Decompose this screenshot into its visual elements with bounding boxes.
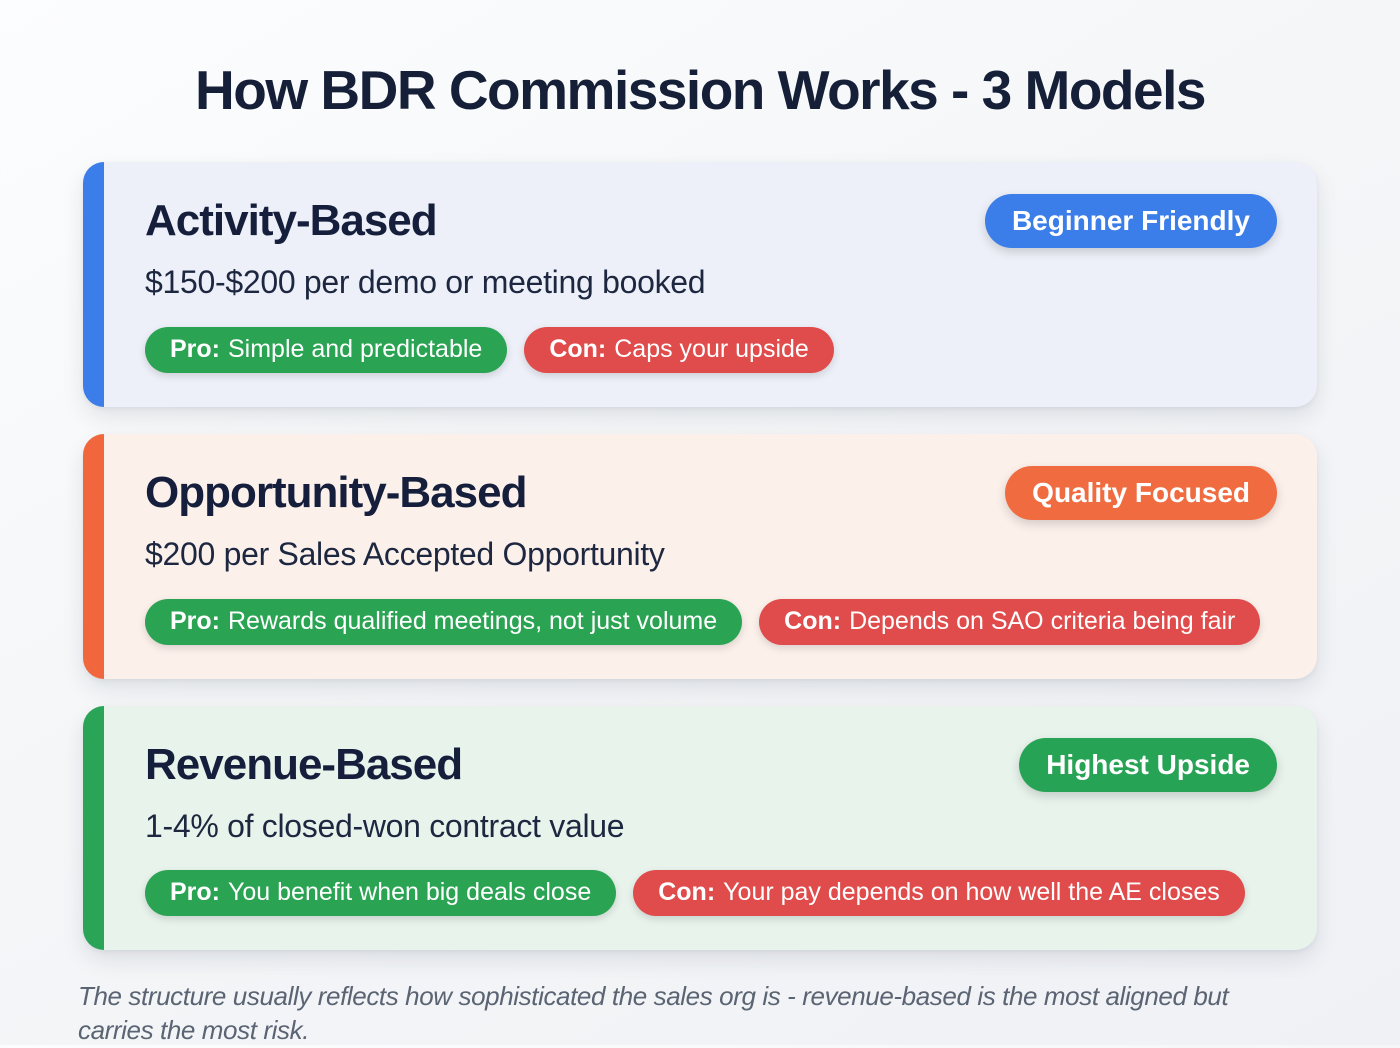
card-header: Activity-Based Beginner Friendly (145, 194, 1277, 248)
model-card-activity: Activity-Based Beginner Friendly $150-$2… (83, 162, 1317, 407)
pills-row: Pro: Rewards qualified meetings, not jus… (145, 598, 1277, 645)
card-title: Opportunity-Based (145, 467, 527, 517)
con-text: Your pay depends on how well the AE clos… (723, 878, 1220, 907)
card-description: 1-4% of closed-won contract value (145, 807, 625, 844)
pro-label: Pro: (170, 334, 220, 363)
pro-text: You benefit when big deals close (228, 878, 592, 907)
con-text: Caps your upside (614, 334, 809, 363)
pills-row: Pro: You benefit when big deals close Co… (145, 870, 1277, 917)
pills-row: Pro: Simple and predictable Con: Caps yo… (145, 326, 1277, 373)
card-title: Revenue-Based (145, 739, 463, 789)
pro-pill: Pro: Rewards qualified meetings, not jus… (145, 598, 743, 645)
page-title: How BDR Commission Works - 3 Models (195, 59, 1206, 121)
accent-bar (83, 705, 104, 951)
pro-pill: Pro: Simple and predictable (145, 326, 508, 373)
card-description: $200 per Sales Accepted Opportunity (145, 535, 665, 572)
card-badge: Highest Upside (1019, 737, 1277, 792)
pro-label: Pro: (170, 878, 220, 907)
card-description: $150-$200 per demo or meeting booked (145, 264, 706, 300)
pro-pill: Pro: You benefit when big deals close (145, 870, 617, 917)
model-card-revenue: Revenue-Based Highest Upside 1-4% of clo… (83, 705, 1317, 951)
con-label: Con: (549, 334, 607, 363)
card-header: Opportunity-Based Quality Focused (145, 465, 1277, 520)
pro-text: Simple and predictable (228, 334, 483, 363)
pro-label: Pro: (170, 606, 220, 635)
con-text: Depends on SAO criteria being fair (849, 606, 1236, 635)
card-badge: Quality Focused (1005, 465, 1277, 520)
footer-note: The structure usually reflects how sophi… (78, 981, 1229, 1046)
pro-text: Rewards qualified meetings, not just vol… (228, 606, 718, 635)
con-pill: Con: Your pay depends on how well the AE… (633, 870, 1245, 917)
accent-bar (83, 162, 104, 407)
accent-bar (83, 433, 104, 679)
card-badge: Beginner Friendly (984, 194, 1277, 248)
con-pill: Con: Caps your upside (524, 326, 834, 373)
model-card-opportunity: Opportunity-Based Quality Focused $200 p… (83, 433, 1317, 679)
con-label: Con: (784, 606, 842, 635)
con-label: Con: (658, 878, 716, 907)
card-title: Activity-Based (145, 195, 438, 245)
con-pill: Con: Depends on SAO criteria being fair (759, 598, 1261, 645)
card-header: Revenue-Based Highest Upside (145, 737, 1277, 792)
